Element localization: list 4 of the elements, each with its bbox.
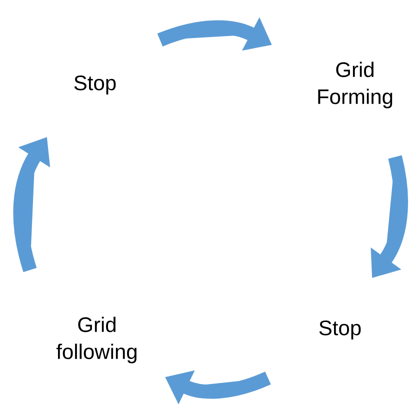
label-text: Grid Forming: [318, 62, 392, 108]
label-text: Grid following: [56, 316, 136, 364]
label-text: Stop: [319, 320, 361, 340]
label-text: Stop: [74, 75, 116, 94]
